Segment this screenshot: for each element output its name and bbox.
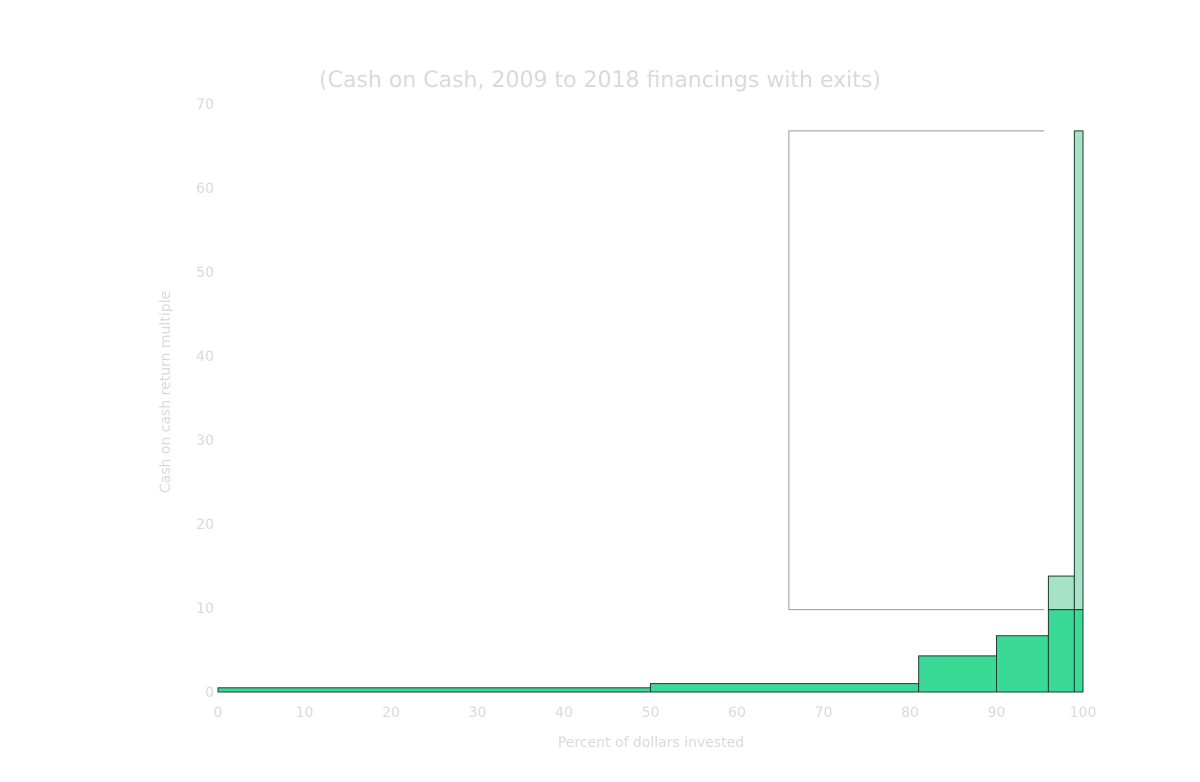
bars-layer	[217, 130, 1084, 693]
bar-5	[1073, 609, 1084, 693]
x-axis-label: Percent of dollars invested	[558, 735, 744, 751]
x-tick-label: 70	[815, 705, 833, 721]
bar-4	[1047, 609, 1075, 693]
bar-0	[217, 687, 651, 693]
y-tick-label: 40	[196, 349, 214, 365]
x-tick-label: 20	[382, 705, 400, 721]
x-axis-ticks: 0 10 20 30 40 50 60 70 80 90 100	[214, 705, 1097, 721]
x-tick-label: 30	[469, 705, 487, 721]
y-tick-label: 50	[196, 265, 214, 281]
y-tick-label: 30	[196, 433, 214, 449]
bar-2	[918, 655, 998, 693]
x-tick-label: 90	[988, 705, 1006, 721]
bracket-layer	[788, 130, 1045, 611]
y-tick-label: 0	[205, 685, 214, 701]
x-tick-label: 60	[728, 705, 746, 721]
x-tick-label: 100	[1070, 705, 1097, 721]
y-tick-label: 70	[196, 97, 214, 113]
x-tick-label: 0	[214, 705, 223, 721]
x-tick-label: 80	[901, 705, 919, 721]
y-tick-label: 20	[196, 517, 214, 533]
y-axis-label: Cash on cash return multiple	[158, 291, 174, 493]
bracket-line	[788, 130, 1045, 611]
y-tick-label: 60	[196, 181, 214, 197]
bar-1	[650, 683, 920, 693]
y-axis-ticks: 0 10 20 30 40 50 60 70	[196, 97, 214, 701]
x-tick-label: 10	[296, 705, 314, 721]
bar-overflow-5	[1073, 130, 1084, 611]
x-tick-label: 40	[555, 705, 573, 721]
bar-3	[996, 635, 1049, 693]
bar-overflow-4	[1047, 575, 1075, 611]
y-tick-label: 10	[196, 601, 214, 617]
x-tick-label: 50	[642, 705, 660, 721]
chart-title: (Cash on Cash, 2009 to 2018 financings w…	[319, 68, 881, 93]
